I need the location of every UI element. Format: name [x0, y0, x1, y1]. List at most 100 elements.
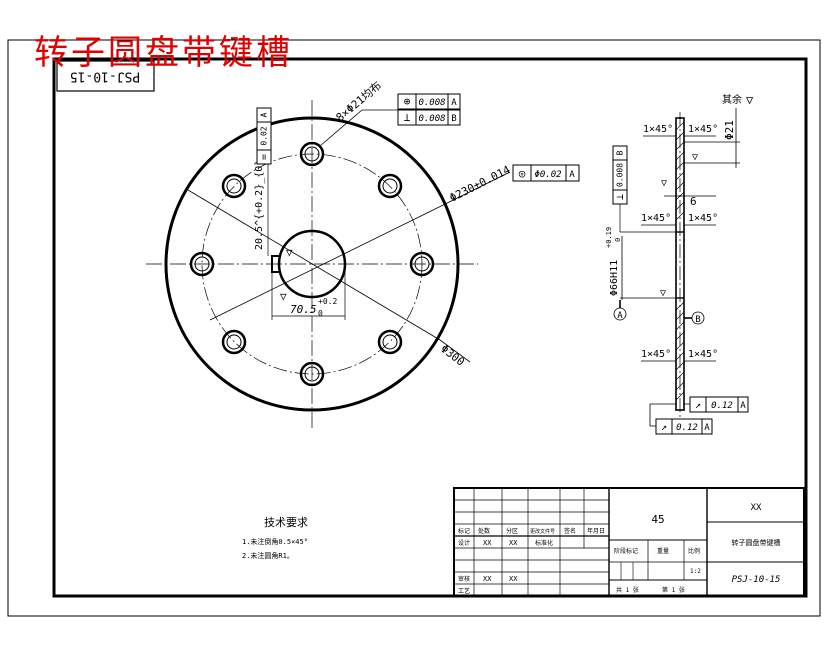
tb-review-label: 审核 [458, 575, 470, 583]
tb-drawing-no: PSJ-10-15 [732, 575, 781, 585]
tb-scale-label: 比例 [688, 547, 700, 555]
gdt-position-frame: ⊕ 0.008 A [397, 93, 461, 110]
hub-diameter-dim: Φ21 [723, 120, 736, 140]
drawing-frame [52, 57, 808, 598]
datum-a [613, 307, 627, 321]
concentric-symbol: ◎ [519, 167, 526, 180]
holes-note: 8×Φ21均布 [334, 79, 385, 124]
runout-bottom-value: 0.12 [676, 423, 698, 433]
bolt-hole [221, 173, 247, 199]
code-box: PSJ-10-15 [56, 60, 155, 92]
tb-company: XX [751, 503, 762, 513]
chamfer-5: 1×45° [641, 349, 671, 360]
datum-b [691, 311, 705, 325]
bolt-hole [299, 141, 325, 167]
tech-requirements: 技术要求 1.未注倒角0.5×45° 2.未注圆角R1。 [242, 516, 308, 560]
bolt-hole [189, 251, 215, 277]
disk-outer-circle [164, 116, 460, 412]
rest-roughness: 其余 [722, 93, 742, 106]
tb-header-3: 分区 [506, 527, 518, 535]
tb-part-name: 转子圆盘带键槽 [732, 538, 781, 547]
tb-header-6: 年月日 [587, 527, 605, 535]
perp-symbol: ⊥ [404, 111, 411, 124]
keyway-dim: 70.5 [290, 303, 317, 316]
keyway [271, 255, 281, 273]
concentric-datum: A [569, 170, 575, 180]
tb-sheet-no: 第 1 张 [662, 586, 685, 594]
datum-b-label: B [695, 315, 700, 325]
side-vertical-datum: B [616, 150, 625, 155]
roughness-side-1: ▽ [692, 152, 698, 163]
chamfer-6: 1×45° [688, 349, 718, 360]
tb-review-1: XX [483, 575, 492, 583]
title-block-text: 标记 处数 分区 更改文件号 签名 年月日 设计 XX XX 标准化 审核 XX… [458, 503, 781, 595]
pitch-circle [201, 153, 423, 375]
left-vertical-datum: A [260, 112, 269, 117]
side-view: 1×45° 1×45° 1×45° 1×45° 1×45° 1×45° Φ21 … [605, 93, 754, 435]
bore-tol-low: 0 [614, 238, 622, 242]
gdt-side-vertical-frame: B 0.008 ⊥ [612, 145, 628, 205]
bolt-hole [221, 329, 247, 355]
front-view: 8×Φ21均布 ⊕ 0.008 A ⊥ 0.008 B Φ230±0.014 ◎… [146, 79, 580, 430]
roughness-keyway: ▽ [286, 246, 293, 259]
tb-process-label: 工艺 [458, 587, 470, 595]
gdt-runout-bottom-frame: ↗ 0.12 A [655, 418, 713, 435]
tb-stage-label: 阶段标记 [614, 547, 638, 555]
side-section [675, 117, 685, 411]
bolt-hole [299, 361, 325, 387]
tb-header-1: 标记 [458, 527, 470, 535]
perp-datum: B [451, 114, 456, 124]
tech-item-2: 2.未注圆角R1。 [242, 551, 294, 560]
gdt-perp-frame: ⊥ 0.008 B [397, 109, 461, 126]
tb-design-label: 设计 [458, 539, 470, 547]
chamfer-4: 1×45° [688, 213, 718, 224]
chamfer-3: 1×45° [641, 213, 671, 224]
bolt-hole [377, 173, 403, 199]
keyway-width-dim: 20.5^{+0.2}_{0} [254, 160, 265, 250]
sheet-outer-border [7, 39, 821, 617]
tb-weight-label: 重量 [657, 547, 669, 555]
side-vertical-symbol: ⊥ [615, 194, 626, 200]
runout-top-value: 0.12 [711, 401, 733, 411]
tb-header-2: 处数 [478, 527, 490, 535]
position-value: 0.008 [418, 98, 445, 108]
tb-sheets-total: 共 1 张 [616, 586, 639, 594]
runout-bottom-symbol: ↗ [661, 422, 667, 433]
keyway-dim-tol: +0.2 [318, 297, 337, 306]
keyway-dim-tol-low: 0 [318, 309, 323, 318]
tb-scale-value: 1:2 [690, 568, 701, 575]
tb-header-5: 签名 [564, 527, 576, 535]
tb-design-2: XX [509, 539, 518, 547]
tb-design-1: XX [483, 539, 492, 547]
gdt-runout-top-frame: ↗ 0.12 A [689, 396, 749, 413]
runout-bottom-datum: A [704, 423, 710, 433]
thickness-dim: 6 [690, 195, 697, 208]
runout-top-symbol: ↗ [695, 400, 701, 411]
roughness-bore-side: ▽ [660, 288, 666, 299]
gdt-left-vertical-frame: A 0.02 = [256, 107, 272, 165]
concentric-value: Φ0.02 [534, 170, 561, 180]
pitch-circle-dim: Φ230±0.014 [447, 163, 512, 205]
tb-review-2: XX [509, 575, 518, 583]
code-box-text: PSJ-10-15 [70, 69, 140, 84]
position-datum: A [451, 98, 457, 108]
title-block [453, 487, 805, 597]
tb-design-std: 标准化 [535, 539, 553, 547]
tb-header-4: 更改文件号 [530, 528, 555, 535]
chamfer-2: 1×45° [688, 124, 718, 135]
tech-heading: 技术要求 [264, 516, 308, 529]
bolt-holes [189, 141, 435, 387]
outer-diameter-dim: Φ300 [438, 342, 467, 369]
side-vertical-value: 0.008 [616, 163, 625, 187]
bolt-hole [377, 329, 403, 355]
left-vertical-symbol: = [259, 154, 270, 160]
rest-roughness-symbol: ▽ [746, 93, 754, 107]
datum-a-label: A [617, 311, 623, 321]
position-symbol: ⊕ [404, 95, 411, 108]
gdt-concentric-frame: ◎ Φ0.02 A [512, 164, 580, 182]
perp-value: 0.008 [418, 114, 445, 124]
tb-material: 45 [651, 513, 664, 526]
left-vertical-value: 0.02 [260, 126, 269, 145]
drawing-title: 转子圆盘带键槽 [34, 33, 293, 73]
